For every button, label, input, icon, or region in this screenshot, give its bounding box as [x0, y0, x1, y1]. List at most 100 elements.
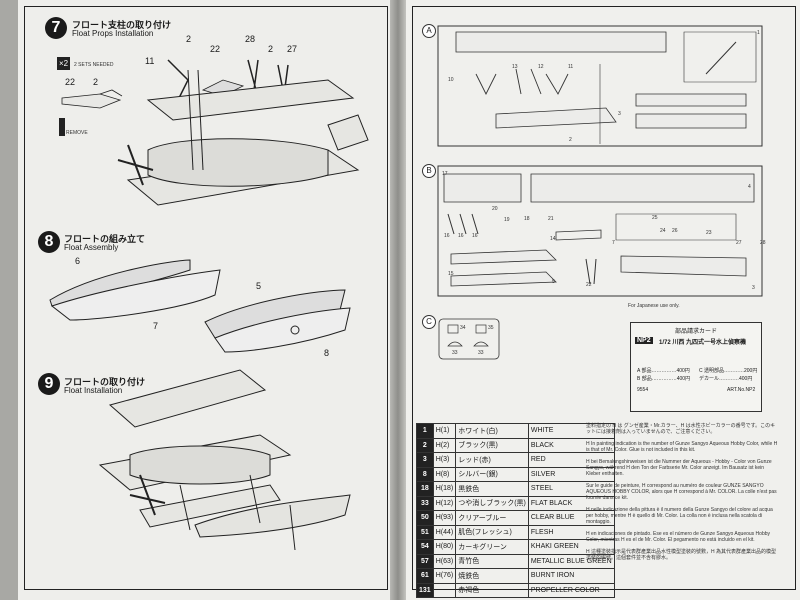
paint-name-jp: ブラック(黒) [455, 437, 529, 453]
sprue-c-drawing [438, 318, 500, 360]
sprue-part-label: 4 [748, 184, 751, 190]
note-jp: 塗料指定の H は グンゼ産業・Mr.カラー、H は水性ホビーカラーの番号です。… [586, 423, 776, 435]
paint-code: H(3) [432, 452, 457, 468]
paint-number: 18 [416, 481, 434, 497]
order-line: C 透明部品…………200円 [699, 368, 758, 374]
step-7-title-en: Float Props Installation [72, 29, 154, 38]
sprue-part-label: 14 [550, 236, 556, 242]
paint-name-jp: シルバー(銀) [455, 466, 529, 482]
part-label: 2 [186, 34, 192, 44]
note-es: H en indicaciones de pintado. Ese es el … [586, 531, 771, 543]
part-label: 6 [75, 256, 81, 266]
step-9-number: 9 [38, 373, 60, 395]
art-number: ART.No.NP2 [727, 387, 756, 393]
paint-number: 57 [416, 553, 434, 569]
sprue-part-label: 24 [660, 228, 666, 234]
sprue-part-label: 7 [612, 240, 615, 246]
sprue-b-label: B [422, 164, 436, 178]
part-label: 22 [210, 44, 221, 54]
paint-name-jp: 赤褐色 [455, 582, 529, 598]
sprue-part-label: 13 [512, 64, 518, 70]
part-label: 7 [153, 321, 159, 331]
sprue-part-label: 16 [472, 233, 478, 239]
paint-name-en: SILVER [527, 466, 615, 482]
sprue-a-label: A [422, 24, 436, 38]
sprue-part-label: 23 [706, 230, 712, 236]
sprue-part-label: 3 [618, 111, 621, 117]
order-line: A 部品……………400円 [637, 368, 690, 374]
paint-code: H(12) [432, 495, 457, 511]
paint-number: 3 [416, 452, 434, 468]
order-line: B 部品……………400円 [637, 376, 691, 382]
sprue-part-label: 2 [569, 137, 572, 143]
part-label: 5 [256, 281, 262, 291]
quantity-badge: ×2 [57, 57, 70, 70]
part-label: 2 [268, 44, 274, 54]
sprue-part-label: 35 [488, 325, 494, 331]
paint-code: H(76) [432, 568, 457, 584]
step-9-title-en: Float Installation [64, 386, 123, 395]
paint-code: H(80) [432, 539, 457, 555]
step-8-title-en: Float Assembly [64, 243, 119, 252]
note-it: H nelle indicazione della pittura è il n… [586, 507, 773, 525]
part-label: 28 [245, 34, 256, 44]
paint-name-en: BURNT IRON [527, 568, 615, 584]
step-8-number: 8 [38, 231, 60, 253]
step-7-biplane-drawing [117, 59, 369, 206]
sprue-a-drawing [437, 25, 763, 147]
paint-code: H(18) [432, 481, 457, 497]
note-zh: H 這種塗裝指示是代表群產業出品水性模型塗裝的號數，H 為其代表群產業出品的模型… [586, 549, 777, 561]
sprue-part-label: 15 [448, 271, 454, 277]
order-card-title: 部品請求カード [674, 329, 717, 335]
paint-name-jp: 黒鉄色 [455, 481, 529, 497]
paint-name-jp: レッド(赤) [455, 452, 529, 468]
part-label: 11 [145, 56, 155, 66]
part-label: 8 [324, 348, 330, 358]
step-8-title-jp: フロートの組み立て [64, 234, 146, 244]
paint-name-jp: 肌色(フレッシュ) [455, 524, 529, 540]
sprue-b-drawing [437, 165, 763, 297]
sprue-part-label: 22 [586, 282, 592, 288]
adjacent-page-edge [0, 0, 18, 600]
remove-note: REMOVE [66, 130, 88, 136]
sprue-part-label: 18 [524, 216, 530, 222]
note-en: H In painting indication is the number o… [586, 441, 778, 453]
paint-notes: 塗料指定の H は グンゼ産業・Mr.カラー、H は水性ホビーカラーの番号です。… [586, 423, 778, 567]
kit-code-badge: NP2 [635, 337, 653, 344]
order-line: デカール…………400円 [699, 376, 753, 382]
part-label: 27 [287, 44, 298, 54]
sprue-part-label: 33 [452, 350, 458, 356]
sprue-part-label: 28 [760, 240, 766, 246]
page-frame [24, 6, 388, 590]
kit-name: 1/72 川西 九四式一号水上偵察機 [659, 340, 747, 346]
inset-note: 2 SETS NEEDED [74, 62, 114, 68]
paint-code [432, 582, 457, 598]
sprue-part-label: 16 [444, 233, 450, 239]
step-9-biplane-drawing [98, 369, 351, 551]
paint-number: 50 [416, 510, 434, 526]
paint-name-jp: 焼鉄色 [455, 568, 529, 584]
sprue-part-label: 3 [752, 285, 755, 291]
note-de: H bei Bemalungshinweisen ist die Nummer … [586, 459, 772, 477]
cut-icon [59, 118, 65, 136]
sprue-part-label: 33 [478, 350, 484, 356]
paint-number: 54 [416, 539, 434, 555]
part-label: 2 [93, 77, 99, 87]
paint-number: 8 [416, 466, 434, 482]
sprue-c-label: C [422, 315, 436, 329]
paint-name-jp: ホワイト(白) [455, 423, 529, 439]
paint-code: H(93) [432, 510, 457, 526]
step-9-title-jp: フロートの取り付け [64, 377, 146, 387]
float-prop-inset-drawing [61, 89, 123, 109]
card-code: 9554 [637, 387, 649, 393]
paint-number: 131 [416, 582, 434, 598]
sprue-part-label: 17 [442, 171, 448, 177]
paint-code: H(1) [432, 423, 457, 439]
sprue-part-label: 21 [548, 216, 554, 222]
